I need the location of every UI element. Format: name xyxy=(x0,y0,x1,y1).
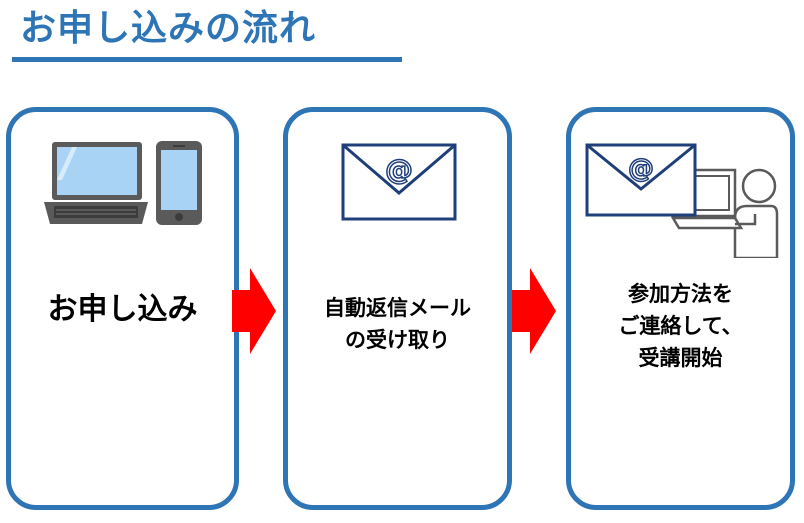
step-label: 参加方法を ご連絡して、 受講開始 xyxy=(618,282,743,370)
step-start-course: @ 参加方法を ご連絡して、 受講開始 xyxy=(566,107,795,510)
arrow-right-icon xyxy=(232,268,276,354)
arrow-right-icon xyxy=(512,268,556,354)
title-underline xyxy=(12,57,402,62)
at-symbol: @ xyxy=(385,153,413,186)
step-label: お申し込み xyxy=(47,292,198,327)
smartphone-icon xyxy=(156,141,202,225)
page-title: お申し込みの流れ xyxy=(20,8,317,49)
step-application: お申し込み xyxy=(6,107,239,510)
email-envelope-icon: @ xyxy=(341,143,457,221)
laptop-icon xyxy=(44,142,148,224)
at-symbol: @ xyxy=(628,154,654,184)
step-label: 自動返信メール の受け取り xyxy=(324,296,471,352)
step-auto-reply: @ 自動返信メール の受け取り xyxy=(283,107,512,510)
email-envelope-icon: @ xyxy=(585,143,697,217)
